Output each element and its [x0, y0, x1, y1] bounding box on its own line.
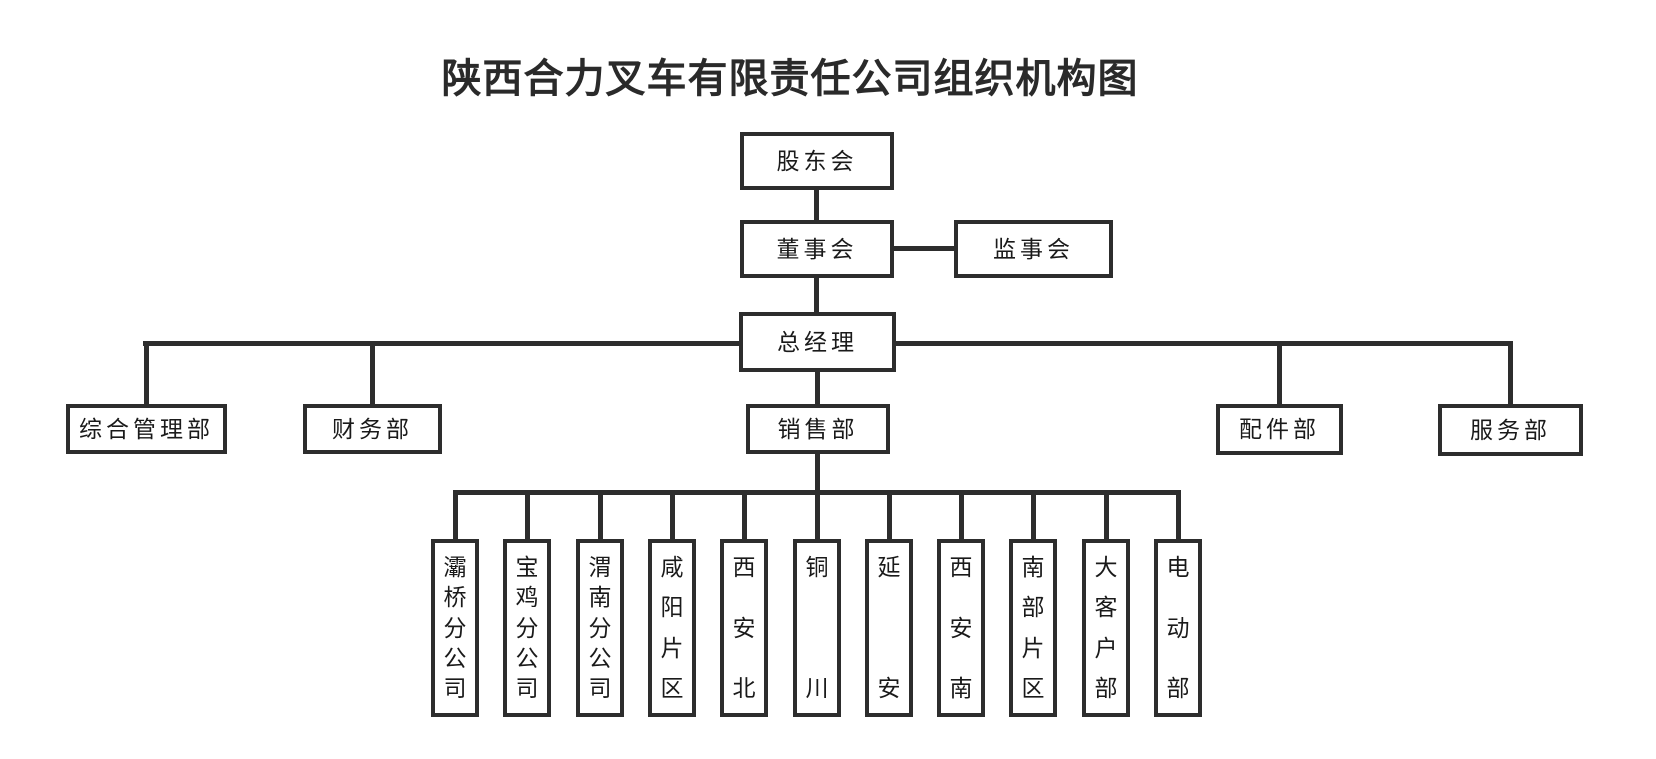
org-node-shareholders-meeting: 股东会 — [740, 132, 894, 190]
node-label: 监事会 — [993, 236, 1074, 262]
org-node-baoji-branch: 宝鸡分公司 — [503, 539, 551, 717]
connector-line — [1277, 341, 1282, 404]
connector-line — [815, 454, 820, 492]
connector-line — [893, 246, 954, 251]
org-node-xian-south: 西安南 — [937, 539, 985, 717]
node-label-char: 大 — [1094, 555, 1118, 580]
node-label-char: 部 — [1166, 676, 1190, 701]
node-label: 财务部 — [332, 416, 413, 442]
org-node-service-dept: 服务部 — [1438, 404, 1583, 456]
node-label-char: 区 — [660, 675, 684, 701]
org-node-parts-dept: 配件部 — [1216, 404, 1343, 455]
org-node-xian-north: 西安北 — [720, 539, 768, 717]
connector-line — [370, 341, 375, 404]
node-label-char: 户 — [1094, 635, 1118, 661]
connector-line — [815, 490, 820, 539]
node-label: 配件部 — [1239, 417, 1320, 442]
connector-line — [959, 490, 964, 539]
node-label-char: 片 — [660, 635, 684, 661]
org-node-xianyang-area: 咸阳片区 — [648, 539, 696, 717]
node-label: 销售部 — [777, 416, 859, 442]
org-node-weinan-branch: 渭南分公司 — [576, 539, 624, 717]
org-node-tongchuan: 铜川 — [793, 539, 841, 717]
node-label-char: 客 — [1094, 595, 1118, 621]
node-label-char: 西 — [732, 555, 756, 580]
node-label-char: 分 — [515, 615, 539, 641]
connector-line — [670, 490, 675, 539]
node-label-char: 灞 — [443, 555, 467, 580]
node-label-char: 南 — [1021, 555, 1045, 580]
org-node-baqiao-branch: 灞桥分公司 — [431, 539, 479, 717]
connector-line — [525, 490, 530, 539]
node-label: 董事会 — [776, 236, 858, 262]
chart-title: 陕西合力叉车有限责任公司组织机构图 — [441, 57, 1139, 101]
node-label-char: 桥 — [443, 585, 467, 611]
node-label-char: 部 — [1021, 595, 1045, 621]
node-label: 服务部 — [1470, 417, 1551, 443]
org-node-yanan: 延安 — [865, 539, 913, 717]
node-label-char: 司 — [443, 676, 467, 701]
node-label-char: 区 — [1021, 675, 1045, 701]
connector-line — [598, 490, 603, 539]
connector-line — [1104, 490, 1109, 539]
org-node-south-area: 南部片区 — [1009, 539, 1057, 717]
node-label-char: 北 — [732, 676, 756, 701]
connector-line — [815, 372, 820, 404]
connector-line — [1031, 490, 1036, 539]
node-label-char: 分 — [588, 615, 612, 641]
node-label-char: 南 — [949, 676, 973, 701]
node-label-char: 公 — [515, 645, 539, 671]
org-node-key-accounts-dept: 大客户部 — [1082, 539, 1130, 717]
node-label-char: 铜 — [805, 555, 829, 580]
node-label-char: 部 — [1094, 675, 1118, 701]
node-label-char: 司 — [515, 676, 539, 701]
node-label-char: 鸡 — [515, 585, 539, 611]
node-label-char: 公 — [588, 645, 612, 671]
node-label-char: 咸 — [660, 555, 684, 580]
org-node-electric-dept: 电动部 — [1154, 539, 1202, 717]
node-label-char: 分 — [443, 615, 467, 641]
node-label: 总经理 — [777, 329, 858, 355]
node-label-char: 西 — [949, 555, 973, 580]
node-label-char: 片 — [1021, 635, 1045, 661]
node-label-char: 安 — [949, 615, 973, 641]
node-label-char: 延 — [877, 555, 901, 580]
org-node-finance-dept: 财务部 — [303, 404, 442, 454]
node-label-char: 安 — [877, 676, 901, 701]
node-label-char: 宝 — [515, 555, 539, 580]
node-label-char: 安 — [732, 615, 756, 641]
connector-line — [144, 341, 149, 404]
connector-line — [1176, 490, 1181, 539]
org-node-general-manager: 总经理 — [739, 312, 896, 372]
node-label: 股东会 — [776, 148, 858, 174]
node-label-char: 司 — [588, 676, 612, 701]
org-node-supervisory-board: 监事会 — [954, 220, 1113, 278]
connector-line — [742, 490, 747, 539]
node-label-char: 公 — [443, 645, 467, 671]
node-label-char: 渭 — [588, 555, 612, 580]
org-node-sales-dept: 销售部 — [746, 404, 890, 454]
org-node-board-of-directors: 董事会 — [740, 220, 894, 278]
node-label-char: 川 — [805, 676, 829, 701]
org-node-general-admin-dept: 综合管理部 — [66, 404, 227, 454]
connector-line — [814, 278, 819, 312]
connector-line — [453, 490, 458, 539]
connector-line — [1508, 341, 1513, 404]
node-label-char: 电 — [1166, 555, 1190, 580]
node-label-char: 阳 — [660, 595, 684, 621]
connector-line — [814, 190, 819, 220]
connector-line — [887, 490, 892, 539]
node-label-char: 南 — [588, 585, 612, 611]
node-label-char: 动 — [1166, 615, 1190, 641]
node-label: 综合管理部 — [79, 416, 214, 442]
